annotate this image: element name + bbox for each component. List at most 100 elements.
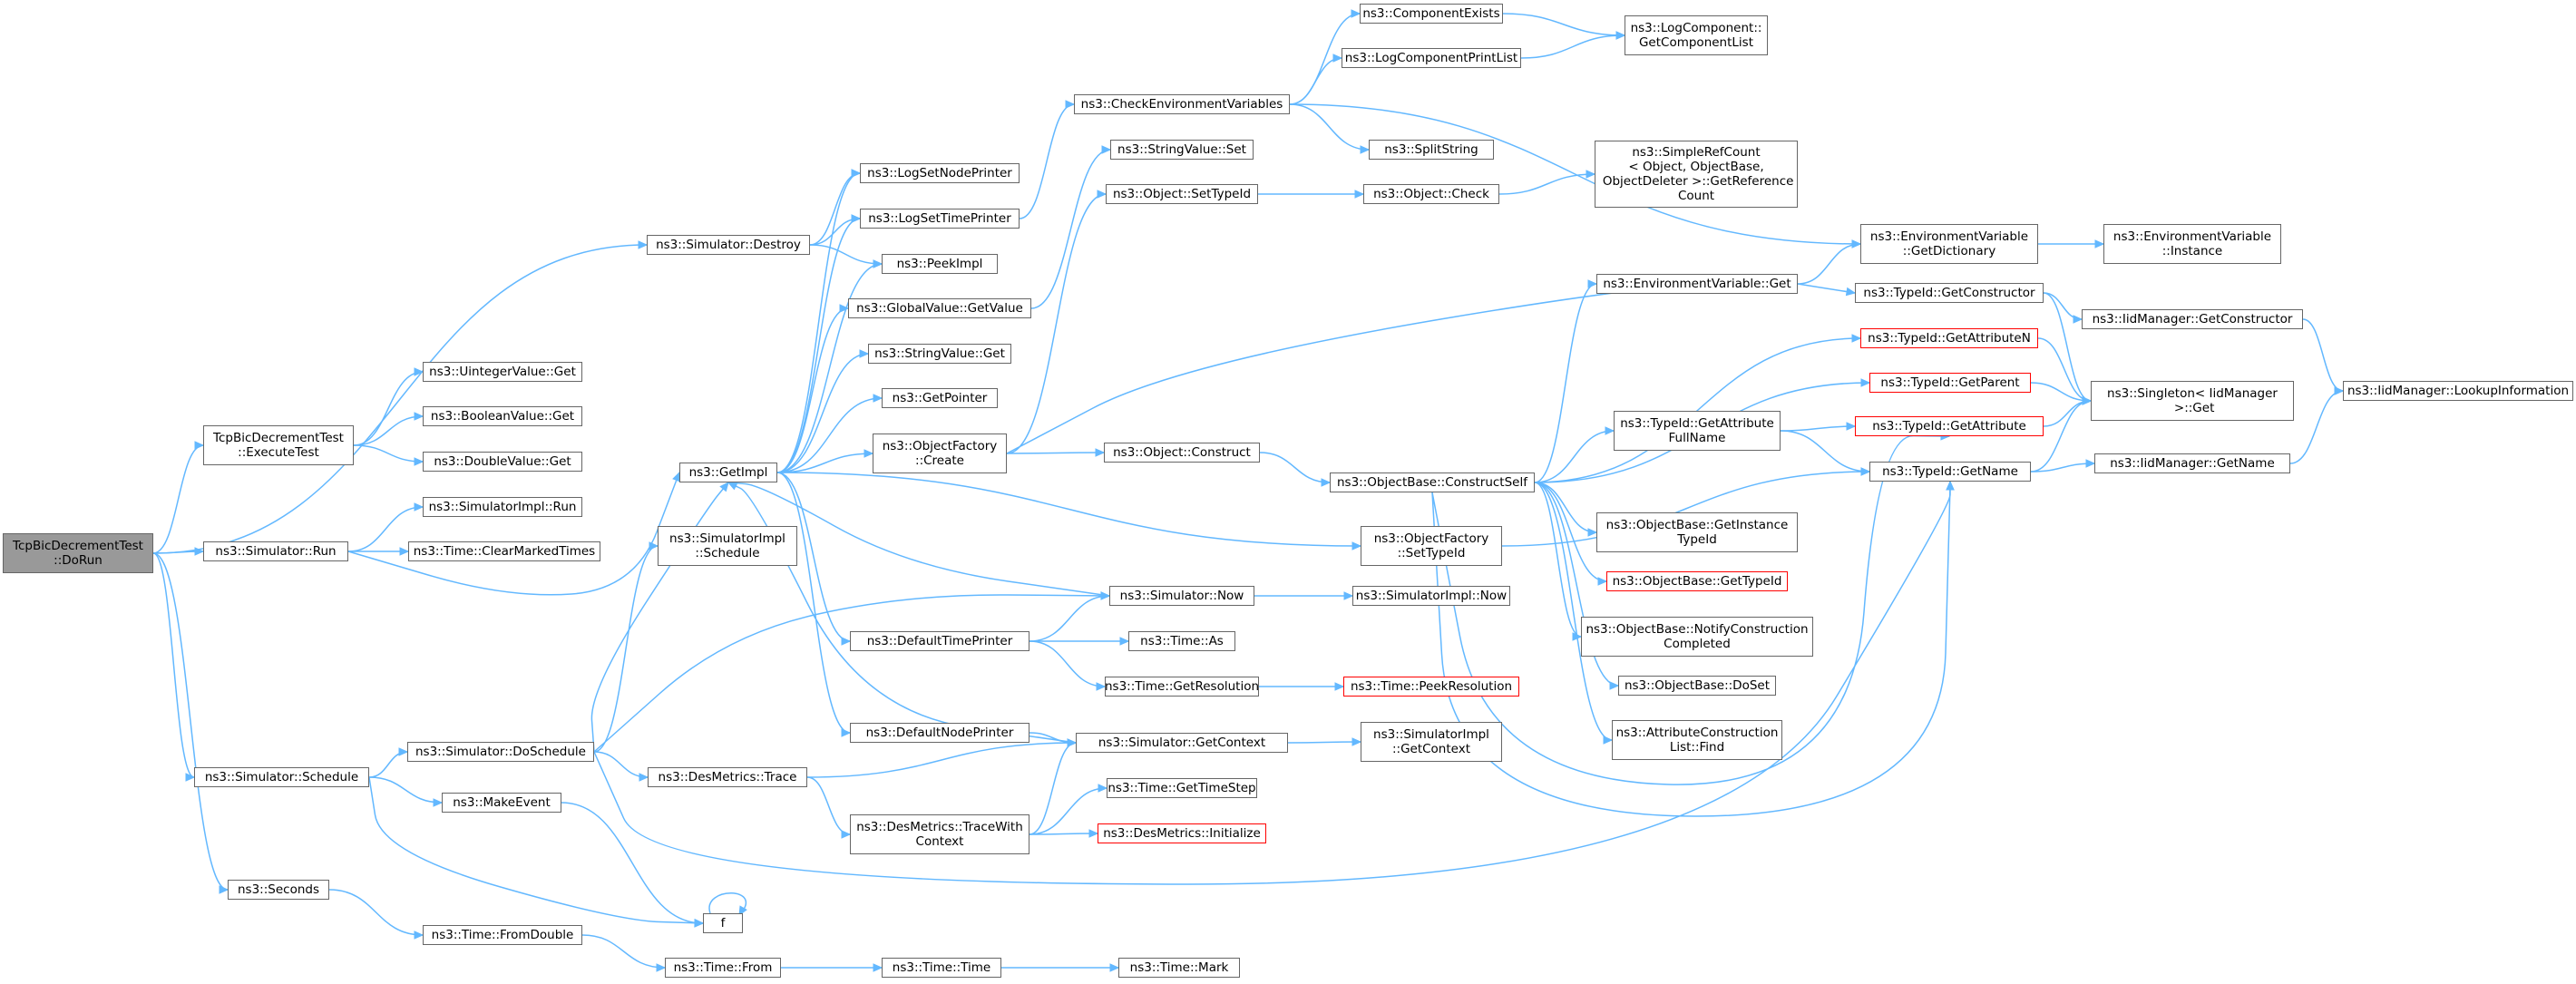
node-notifyconst[interactable]: ns3::ObjectBase::NotifyConstruction Comp…	[1581, 617, 1813, 657]
arrowhead-getimpl-to-lognodeprinter	[851, 169, 862, 178]
node-getinsttid[interactable]: ns3::ObjectBase::GetInstance TypeId	[1596, 512, 1798, 552]
node-lognodeprinter[interactable]: ns3::LogSetNodePrinter	[860, 163, 1020, 183]
node-singletonget[interactable]: ns3::Singleton< IidManager >::Get	[2091, 381, 2294, 421]
node-peekres[interactable]: ns3::Time::PeekResolution	[1343, 677, 1519, 697]
node-simgetctx[interactable]: ns3::Simulator::GetContext	[1076, 733, 1288, 753]
node-schedule[interactable]: ns3::Simulator::Schedule	[194, 767, 369, 787]
node-clearmarked[interactable]: ns3::Time::ClearMarkedTimes	[408, 541, 600, 561]
node-destrace[interactable]: ns3::DesMetrics::Trace	[648, 767, 807, 787]
arrowhead-checkenv-to-splitstring	[1360, 145, 1371, 154]
node-label: ns3::Time::As	[1140, 634, 1224, 648]
node-label: ns3::Time::GetResolution	[1105, 679, 1260, 694]
node-doset[interactable]: ns3::ObjectBase::DoSet	[1618, 676, 1776, 696]
node-getname[interactable]: ns3::TypeId::GetName	[1869, 462, 2031, 482]
node-getres[interactable]: ns3::Time::GetResolution	[1105, 677, 1259, 697]
node-envinstance[interactable]: ns3::EnvironmentVariable ::Instance	[2103, 224, 2281, 264]
node-splitstring[interactable]: ns3::SplitString	[1369, 140, 1494, 160]
call-edge-getimpl-to-logtimeprinter	[776, 218, 861, 473]
arrowhead-dorun-to-run	[194, 547, 205, 556]
call-edge-logprintlist-to-getcomplist	[1520, 34, 1625, 59]
node-simimplsched[interactable]: ns3::SimulatorImpl ::Schedule	[658, 526, 797, 566]
node-fromdouble[interactable]: ns3::Time::FromDouble	[423, 925, 582, 945]
node-stringget[interactable]: ns3::StringValue::Get	[868, 344, 1011, 364]
node-label: ns3::LogSetNodePrinter	[867, 166, 1012, 180]
arrowhead-getimpl-to-peekimpl	[873, 259, 883, 268]
node-gettimestep[interactable]: ns3::Time::GetTimeStep	[1107, 778, 1257, 798]
node-refcount[interactable]: ns3::SimpleRefCount < Object, ObjectBase…	[1595, 141, 1798, 208]
node-executetest[interactable]: TcpBicDecrementTest ::ExecuteTest	[203, 425, 354, 465]
node-getimpl[interactable]: ns3::GetImpl	[679, 463, 777, 482]
node-doubleget[interactable]: ns3::DoubleValue::Get	[423, 452, 582, 472]
node-peekimpl[interactable]: ns3::PeekImpl	[882, 254, 998, 274]
node-iidgetctor[interactable]: ns3::IidManager::GetConstructor	[2082, 309, 2303, 329]
node-stringset[interactable]: ns3::StringValue::Set	[1110, 140, 1254, 160]
node-run[interactable]: ns3::Simulator::Run	[203, 541, 348, 561]
node-doschedule[interactable]: ns3::Simulator::DoSchedule	[407, 742, 594, 762]
arrowhead-globalget-to-stringset	[1101, 145, 1112, 154]
arrowhead-getimpl-to-stringget	[859, 349, 870, 358]
node-constructself[interactable]: ns3::ObjectBase::ConstructSelf	[1330, 473, 1535, 492]
node-label: ns3::TypeId::GetAttribute	[1872, 419, 2026, 434]
node-obgettid[interactable]: ns3::ObjectBase::GetTypeId	[1606, 571, 1788, 591]
node-label: ns3::LogSetTimePrinter	[868, 211, 1011, 226]
node-label: ns3::Time::Time	[892, 960, 991, 975]
node-label: ns3::Time::GetTimeStep	[1107, 781, 1256, 795]
node-label: ns3::Simulator::DoSchedule	[415, 745, 586, 759]
node-simimplrun[interactable]: ns3::SimulatorImpl::Run	[423, 497, 582, 517]
node-timeas[interactable]: ns3::Time::As	[1128, 631, 1235, 651]
node-from[interactable]: ns3::Time::From	[665, 958, 781, 978]
node-settypeid[interactable]: ns3::Object::SetTypeId	[1106, 184, 1258, 204]
node-logprintlist[interactable]: ns3::LogComponentPrintList	[1342, 48, 1521, 68]
node-getpointer[interactable]: ns3::GetPointer	[882, 388, 998, 408]
node-getconstructor[interactable]: ns3::TypeId::GetConstructor	[1855, 283, 2044, 303]
node-ofcreate[interactable]: ns3::ObjectFactory ::Create	[873, 434, 1007, 473]
arrowhead-destracectx-to-gettimestep	[1098, 784, 1108, 793]
node-attrfullname[interactable]: ns3::TypeId::GetAttribute FullName	[1614, 411, 1781, 451]
node-deftimeprinter[interactable]: ns3::DefaultTimePrinter	[850, 631, 1029, 651]
call-edge-getimpl-to-lognodeprinter	[776, 172, 861, 473]
node-envget[interactable]: ns3::EnvironmentVariable::Get	[1596, 274, 1798, 294]
node-getattrn[interactable]: ns3::TypeId::GetAttributeN	[1860, 328, 2038, 348]
node-boolget[interactable]: ns3::BooleanValue::Get	[423, 406, 582, 426]
call-edge-doschedule-to-getname	[593, 482, 1951, 885]
arrowhead-f-to-f	[738, 905, 747, 917]
node-compexists[interactable]: ns3::ComponentExists	[1360, 4, 1503, 24]
node-getparent[interactable]: ns3::TypeId::GetParent	[1869, 373, 2031, 393]
node-label: ns3::GetPointer	[892, 391, 988, 405]
node-destracectx[interactable]: ns3::DesMetrics::TraceWith Context	[850, 814, 1029, 854]
arrowhead-checkenv-to-compexists	[1351, 9, 1361, 18]
node-destroy[interactable]: ns3::Simulator::Destroy	[647, 235, 810, 255]
node-f[interactable]: f	[703, 913, 743, 933]
node-simnow[interactable]: ns3::Simulator::Now	[1109, 586, 1254, 606]
node-simimplctx[interactable]: ns3::SimulatorImpl ::GetContext	[1361, 722, 1502, 762]
node-uintget[interactable]: ns3::UintegerValue::Get	[423, 362, 582, 382]
node-seconds[interactable]: ns3::Seconds	[228, 880, 329, 900]
node-ofsettypeid[interactable]: ns3::ObjectFactory ::SetTypeId	[1361, 526, 1502, 566]
node-label: TcpBicDecrementTest ::ExecuteTest	[213, 431, 344, 460]
node-label: ns3::Simulator::Destroy	[656, 238, 801, 252]
node-objcheck[interactable]: ns3::Object::Check	[1363, 184, 1499, 204]
call-edge-attrfullname-to-getname	[1780, 430, 1870, 473]
arrowhead-schedule-to-doschedule	[398, 747, 409, 756]
node-checkenv[interactable]: ns3::CheckEnvironmentVariables	[1074, 94, 1290, 114]
node-iidgetname[interactable]: ns3::IidManager::GetName	[2094, 453, 2290, 473]
node-mark[interactable]: ns3::Time::Mark	[1118, 958, 1240, 978]
node-desinit[interactable]: ns3::DesMetrics::Initialize	[1098, 823, 1266, 843]
node-simimplnow[interactable]: ns3::SimulatorImpl::Now	[1352, 586, 1510, 606]
node-acfind[interactable]: ns3::AttributeConstruction List::Find	[1612, 720, 1782, 760]
node-timetime[interactable]: ns3::Time::Time	[882, 958, 1001, 978]
node-getcomplist[interactable]: ns3::LogComponent:: GetComponentList	[1625, 15, 1768, 55]
node-makeevent[interactable]: ns3::MakeEvent	[442, 793, 561, 813]
arrowhead-checkenv-to-logprintlist	[1332, 54, 1343, 63]
node-logtimeprinter[interactable]: ns3::LogSetTimePrinter	[860, 209, 1020, 229]
call-edge-destrace-to-simgetctx	[806, 742, 1077, 778]
arrowhead-executetest-to-uintget	[414, 367, 424, 376]
node-defnodeprinter[interactable]: ns3::DefaultNodePrinter	[850, 723, 1029, 743]
node-getattr[interactable]: ns3::TypeId::GetAttribute	[1855, 416, 2044, 436]
node-globalget[interactable]: ns3::GlobalValue::GetValue	[848, 298, 1031, 318]
node-objconstruct[interactable]: ns3::Object::Construct	[1104, 443, 1260, 463]
call-edge-deftimeprinter-to-getres	[1029, 640, 1106, 687]
node-envdict[interactable]: ns3::EnvironmentVariable ::GetDictionary	[1860, 224, 2038, 264]
call-edge-iidgetname-to-lookupinfo	[2289, 390, 2344, 464]
node-lookupinfo[interactable]: ns3::IidManager::LookupInformation	[2343, 381, 2573, 401]
